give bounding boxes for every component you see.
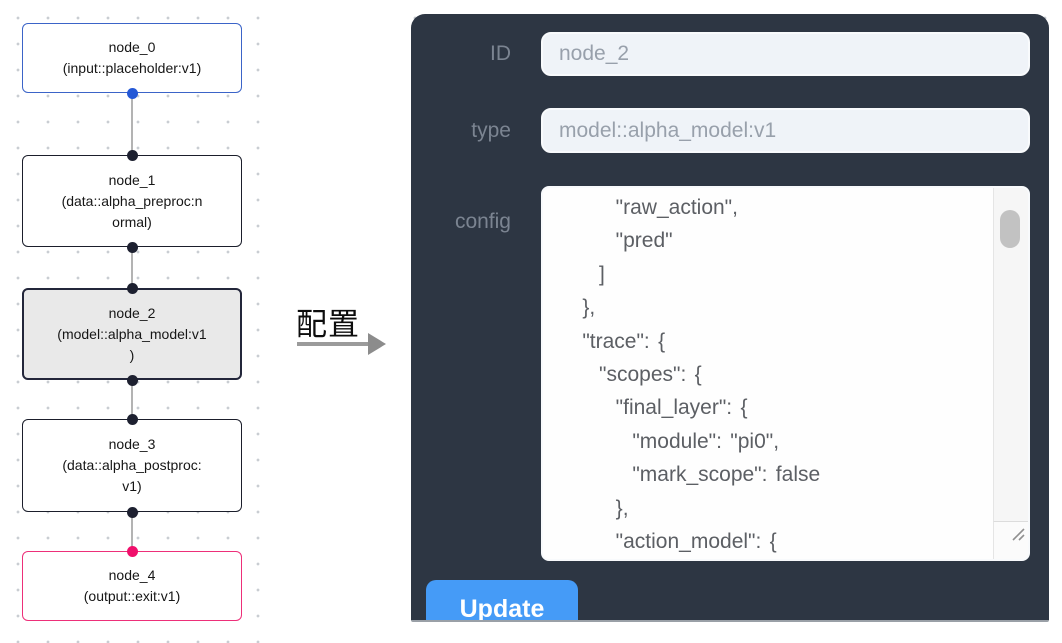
output-port-node_0[interactable]	[127, 88, 138, 99]
node-node_1[interactable]: node_1 (data::alpha_preproc:n ormal)	[22, 155, 242, 247]
node-subtitle: (output::exit:v1)	[83, 588, 181, 604]
node-title: node_3	[108, 436, 156, 452]
node-node_3[interactable]: node_3 (data::alpha_postproc: v1)	[22, 419, 242, 512]
type-input[interactable]	[541, 108, 1030, 153]
node-node_0[interactable]: node_0 (input::placeholder:v1)	[22, 23, 242, 93]
update-button[interactable]: Update	[426, 580, 578, 620]
output-port-node_1[interactable]	[127, 242, 138, 253]
node-properties-panel: ID type config "raw_action", "pred" ] },…	[411, 14, 1049, 622]
id-input[interactable]	[541, 32, 1030, 76]
node-node_2-selected[interactable]: node_2 (model::alpha_model:v1 )	[22, 288, 242, 380]
input-port-node_3[interactable]	[127, 414, 138, 425]
config-field-label: config	[454, 210, 511, 233]
config-json-text[interactable]: "raw_action", "pred" ] }, "trace": { "sc…	[582, 196, 821, 554]
node-title: node_1	[108, 171, 156, 188]
node-title: node_0	[108, 39, 156, 55]
node-node_4[interactable]: node_4 (output::exit:v1)	[22, 551, 242, 621]
config-scrollbar-corner	[993, 521, 1028, 559]
configure-annotation-label: 配置	[296, 307, 360, 342]
graph-canvas: node_0 (input::placeholder:v1) node_1 (d…	[0, 0, 270, 643]
node-title: node_4	[108, 567, 156, 583]
configure-annotation-arrow	[297, 342, 369, 346]
node-subtitle: (input::placeholder:v1)	[62, 60, 202, 76]
id-field-label: ID	[490, 42, 511, 65]
config-scrollbar-thumb[interactable]	[1000, 210, 1020, 248]
input-port-node_4[interactable]	[127, 546, 138, 557]
resize-handle-icon[interactable]	[1009, 525, 1025, 541]
config-scrollbar-track[interactable]	[993, 188, 1028, 521]
arrow-head-icon	[368, 333, 386, 355]
config-editor[interactable]: "raw_action", "pred" ] }, "trace": { "sc…	[541, 186, 1030, 561]
output-port-node_2[interactable]	[127, 375, 138, 386]
node-subtitle: (data::alpha_preproc:n ormal)	[61, 192, 203, 230]
node-subtitle: (model::alpha_model:v1 )	[57, 325, 207, 363]
input-port-node_1[interactable]	[127, 150, 138, 161]
node-title: node_2	[108, 304, 156, 321]
input-port-node_2[interactable]	[127, 283, 138, 294]
node-subtitle: (data::alpha_postproc: v1)	[62, 457, 202, 494]
output-port-node_3[interactable]	[127, 507, 138, 518]
type-field-label: type	[471, 119, 511, 142]
